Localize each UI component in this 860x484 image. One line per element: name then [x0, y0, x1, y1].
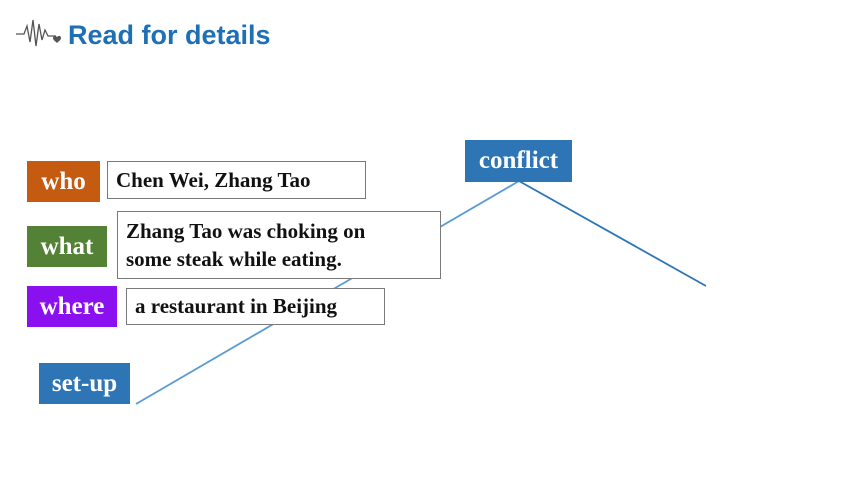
who-detail-box: Chen Wei, Zhang Tao — [107, 161, 366, 199]
falling-action-line — [518, 180, 707, 287]
page-title: Read for details — [68, 19, 271, 50]
where-detail-text: a restaurant in Beijing — [135, 294, 338, 318]
conflict-label: conflict — [465, 140, 572, 182]
where-detail-box: a restaurant in Beijing — [126, 288, 385, 325]
who-label: who — [27, 161, 100, 202]
who-detail-text: Chen Wei, Zhang Tao — [116, 168, 311, 192]
what-detail-line-2: some steak while eating. — [126, 247, 342, 271]
slide-header: Read for details — [16, 14, 271, 56]
what-detail-line-1: Zhang Tao was choking on — [126, 219, 366, 243]
what-label: what — [27, 226, 107, 267]
what-detail-box: Zhang Tao was choking on some steak whil… — [117, 211, 441, 279]
setup-label: set-up — [39, 363, 130, 404]
where-label: where — [27, 286, 117, 327]
heartbeat-icon — [16, 16, 66, 55]
